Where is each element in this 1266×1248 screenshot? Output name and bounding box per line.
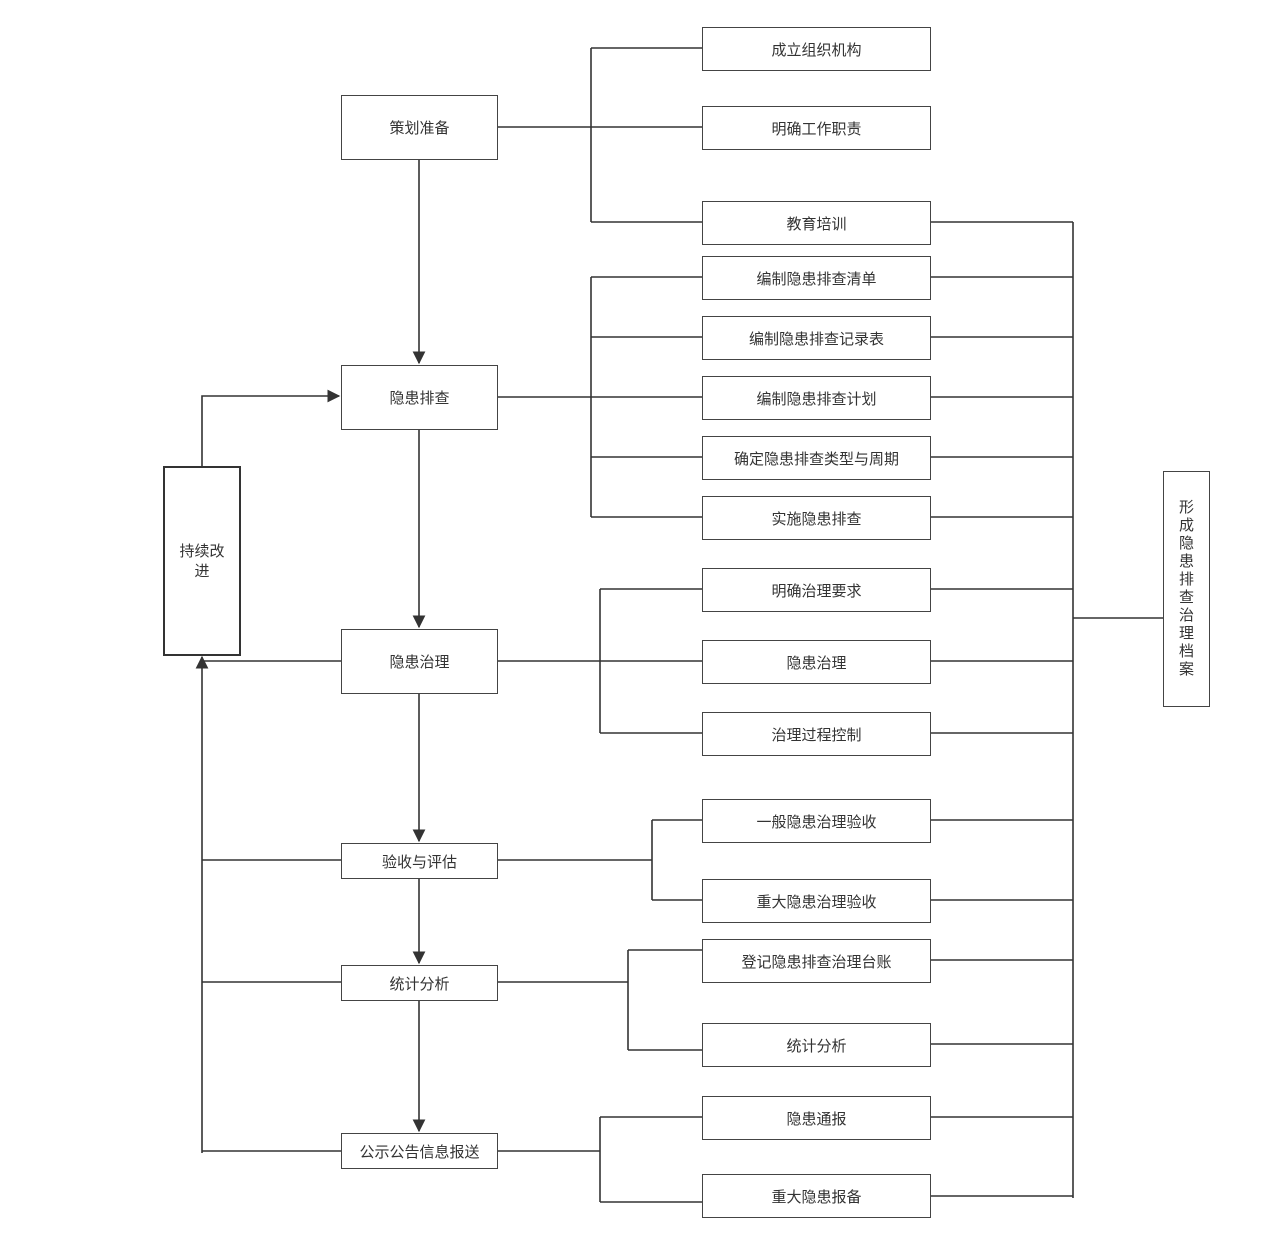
task-label: 教育培训 [786,214,847,233]
stage-statistics-label: 统计分析 [389,974,450,993]
task-setup-org: 成立组织机构 [702,27,931,71]
task-hazard-governance: 隐患治理 [702,640,931,684]
stage-investigation: 隐患排查 [341,365,498,430]
archive-box: 形成隐患排查治理档案 [1163,471,1210,707]
task-label: 登记隐患排查治理台账 [741,952,892,971]
task-hazard-notification: 隐患通报 [702,1096,931,1140]
task-label: 实施隐患排查 [771,509,862,528]
improvement-label: 持续改进 [179,542,225,580]
task-label: 确定隐患排查类型与周期 [733,449,899,468]
stage-publicity: 公示公告信息报送 [341,1133,498,1169]
task-label: 隐患通报 [786,1109,847,1128]
task-statistical-analysis: 统计分析 [702,1023,931,1067]
task-label: 编制隐患排查清单 [756,269,877,288]
task-major-acceptance: 重大隐患治理验收 [702,879,931,923]
task-major-filing: 重大隐患报备 [702,1174,931,1218]
stage-planning: 策划准备 [341,95,498,160]
task-determine-types-cycle: 确定隐患排查类型与周期 [702,436,931,480]
archive-label: 形成隐患排查治理档案 [1177,499,1195,679]
task-label: 明确工作职责 [771,119,862,138]
task-label: 编制隐患排查记录表 [748,329,884,348]
task-compile-record-form: 编制隐患排查记录表 [702,316,931,360]
stage-planning-label: 策划准备 [389,119,450,137]
task-label: 重大隐患治理验收 [756,892,877,911]
task-label: 明确治理要求 [771,581,862,600]
stage-acceptance-label: 验收与评估 [381,852,457,871]
task-compile-checklist: 编制隐患排查清单 [702,256,931,300]
arrow-improvement-to-investigation [201,389,341,467]
stage-investigation-label: 隐患排查 [389,389,450,407]
task-label: 统计分析 [786,1036,847,1055]
task-label: 治理过程控制 [771,725,862,744]
task-implement-investigation: 实施隐患排查 [702,496,931,540]
task-label: 隐患治理 [786,653,847,672]
task-label: 成立组织机构 [771,40,862,59]
stage-governance: 隐患治理 [341,629,498,694]
improvement-box: 持续改进 [163,466,241,656]
stage-governance-label: 隐患治理 [389,653,450,671]
task-label: 一般隐患治理验收 [756,812,877,831]
task-clarify-duties: 明确工作职责 [702,106,931,150]
task-compile-plan: 编制隐患排查计划 [702,376,931,420]
task-label: 重大隐患报备 [771,1187,862,1206]
task-general-acceptance: 一般隐患治理验收 [702,799,931,843]
task-register-ledger: 登记隐患排查治理台账 [702,939,931,983]
task-training: 教育培训 [702,201,931,245]
task-clarify-requirements: 明确治理要求 [702,568,931,612]
task-process-control: 治理过程控制 [702,712,931,756]
stage-statistics: 统计分析 [341,965,498,1001]
stage-publicity-label: 公示公告信息报送 [359,1142,480,1161]
task-label: 编制隐患排查计划 [756,389,877,408]
stage-acceptance: 验收与评估 [341,843,498,879]
